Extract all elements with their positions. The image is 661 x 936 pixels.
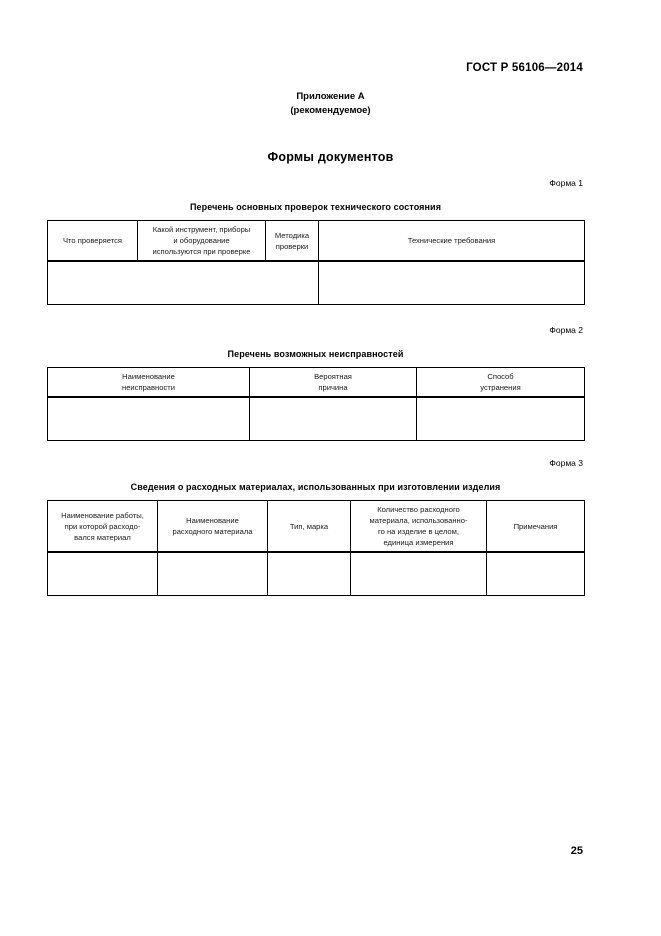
- column-header-label: Вероятная причина: [314, 372, 352, 392]
- column-header: Что проверяется: [47, 220, 138, 262]
- column-header-label: Методика проверки: [274, 230, 310, 251]
- column-header-label: Наименование неисправности: [122, 372, 175, 392]
- column-header: Наименование неисправности: [47, 367, 250, 398]
- form-caption-1: Перечень основных проверок технического …: [189, 202, 442, 212]
- table-cell[interactable]: [416, 396, 585, 441]
- column-header: Вероятная причина: [249, 367, 417, 398]
- column-header: Тип, марка: [267, 500, 351, 553]
- form-table-2: Наименование неисправности Вероятная прич…: [47, 367, 585, 441]
- form-caption-2: Перечень возможных неисправностей: [227, 349, 404, 359]
- table-cell[interactable]: [157, 551, 268, 596]
- standard-header: ГОСТ Р 56106—2014: [466, 62, 583, 74]
- column-header: Примечания: [486, 500, 585, 553]
- column-header: Количество расходного материала, использ…: [350, 500, 487, 553]
- column-header: Способ устранения: [416, 367, 585, 398]
- column-header-label: Способ устранения: [480, 372, 521, 392]
- table-header-row: Наименование работы, при которой расходо…: [47, 500, 585, 553]
- column-header: Наименование работы, при которой расходо…: [47, 500, 158, 553]
- form-block-1: Форма 1 Перечень основных проверок техни…: [47, 178, 585, 305]
- form-caption-3: Сведения о расходных материалах, использ…: [130, 482, 501, 492]
- page-number: 25: [570, 845, 583, 857]
- table-row: [47, 260, 585, 305]
- table-cell[interactable]: [47, 260, 319, 305]
- form-label-1: Форма 1: [549, 178, 583, 188]
- appendix-subtitle: (рекомендуемое): [290, 105, 371, 116]
- page-title: Формы документов: [267, 150, 394, 164]
- column-header: Какой инструмент, приборы и оборудование…: [137, 220, 266, 262]
- table-cell[interactable]: [318, 260, 585, 305]
- table-cell[interactable]: [47, 551, 158, 596]
- form-table-3: Наименование работы, при которой расходо…: [47, 500, 585, 596]
- column-header-label: Наименование работы, при которой расходо…: [61, 510, 144, 542]
- table-header-row: Что проверяется Какой инструмент, приборы…: [47, 220, 585, 262]
- table-header-row: Наименование неисправности Вероятная прич…: [47, 367, 585, 398]
- column-header-label: Количество расходного материала, использ…: [369, 505, 468, 547]
- table-row: [47, 396, 585, 441]
- form-table-1: Что проверяется Какой инструмент, приборы…: [47, 220, 585, 305]
- column-header-label: Технические требования: [407, 236, 496, 245]
- appendix-title: Приложение А: [296, 91, 365, 102]
- table-cell[interactable]: [267, 551, 351, 596]
- form-block-2: Форма 2 Перечень возможных неисправносте…: [47, 325, 585, 441]
- column-header-label: Что проверяется: [62, 236, 123, 245]
- column-header: Наименование расходного материала: [157, 500, 268, 553]
- table-cell[interactable]: [249, 396, 417, 441]
- column-header-label: Какой инструмент, приборы и оборудование…: [152, 225, 251, 256]
- form-block-3: Форма 3 Сведения о расходных материалах,…: [47, 458, 585, 596]
- table-cell[interactable]: [47, 396, 250, 441]
- table-cell[interactable]: [486, 551, 585, 596]
- column-header-label: Примечания: [513, 521, 558, 531]
- form-label-3: Форма 3: [549, 458, 583, 468]
- column-header: Технические требования: [318, 220, 585, 262]
- column-header-label: Наименование расходного материала: [172, 516, 253, 536]
- column-header: Методика проверки: [265, 220, 319, 262]
- table-cell[interactable]: [350, 551, 487, 596]
- table-row: [47, 551, 585, 596]
- column-header-label: Тип, марка: [289, 521, 329, 531]
- appendix-heading: Приложение А (рекомендуемое): [0, 90, 661, 118]
- form-label-2: Форма 2: [549, 325, 583, 335]
